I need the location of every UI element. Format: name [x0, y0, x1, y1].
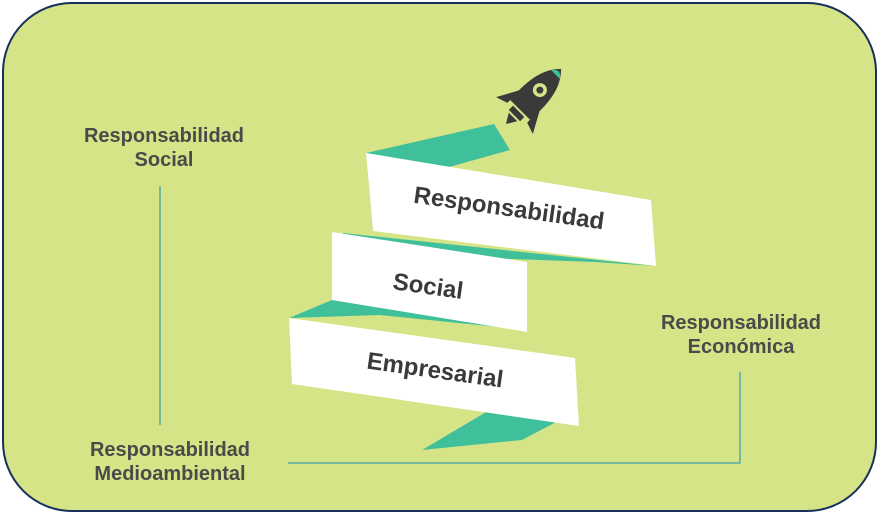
label-econ-line1: Responsabilidad [660, 312, 822, 334]
ribbon-fold-3 [289, 300, 527, 330]
ribbon-band-2 [332, 232, 527, 332]
connector-medio-econ [288, 372, 741, 464]
ribbon-band-1 [366, 153, 656, 266]
ribbon-band-3 [289, 318, 579, 426]
label-responsabilidad-medioambiental: Responsabilidad Medioambiental [50, 438, 290, 486]
rocket-icon [496, 68, 562, 134]
label-social-line2: Social [134, 149, 194, 171]
label-social-line1: Responsabilidad [83, 125, 245, 147]
label-medio-line1: Responsabilidad [89, 439, 251, 461]
label-responsabilidad-economica: Responsabilidad Económica [628, 311, 854, 359]
label-responsabilidad-social: Responsabilidad Social [54, 124, 274, 172]
ribbon-fold-2 [343, 233, 655, 266]
label-medio-line2: Medioambiental [94, 463, 246, 485]
label-econ-line2: Económica [687, 336, 795, 358]
